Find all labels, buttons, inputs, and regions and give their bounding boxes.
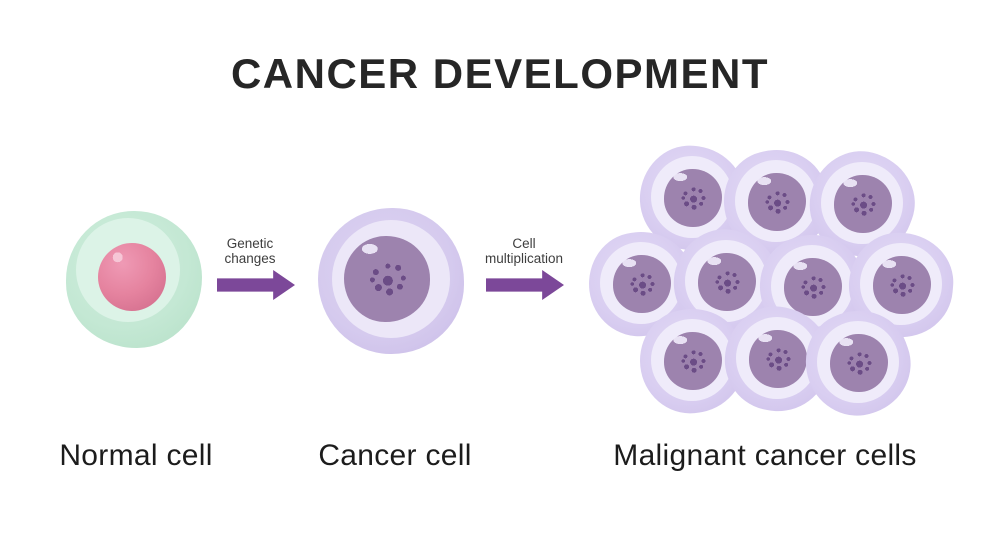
cell-multiplication-arrow-icon: [486, 270, 564, 300]
malignant-cell: [794, 136, 930, 272]
cell-multiplication-label: Cell multiplication: [484, 236, 564, 267]
malignant-cell: [631, 300, 753, 422]
malignant-cell-nucleus: [613, 255, 671, 313]
malignant-cell-nucleus: [664, 169, 722, 227]
malignant-cell: [844, 228, 958, 342]
cancer-cell-graphic: [318, 208, 464, 354]
malignant-cell-nucleus: [748, 173, 806, 231]
malignant-cells-cluster: [583, 136, 958, 430]
page-title: CANCER DEVELOPMENT: [230, 50, 770, 97]
malignant-cell: [583, 226, 699, 342]
malignant-cell: [712, 138, 840, 266]
malignant-cell: [791, 296, 925, 430]
malignant-cell-nucleus: [834, 175, 892, 233]
normal-cell-label: Normal cell: [59, 439, 213, 472]
malignant-cell: [714, 296, 840, 422]
malignant-cell: [633, 139, 751, 257]
malignant-cancer-cells-label: Malignant cancer cells: [613, 439, 917, 472]
malignant-cell-nucleus: [873, 256, 931, 314]
normal-cell-nucleus: [98, 243, 166, 311]
cancer-cell-nucleus: [344, 236, 430, 322]
malignant-cell-nucleus: [698, 253, 756, 311]
malignant-cell-nucleus: [830, 334, 888, 392]
normal-cell-graphic: [66, 211, 202, 348]
malignant-cell-nucleus: [784, 258, 842, 316]
cancer-cell-label: Cancer cell: [318, 439, 472, 472]
genetic-changes-arrow-icon: [217, 270, 295, 300]
malignant-cell-nucleus: [749, 330, 807, 388]
malignant-cell-nucleus: [664, 332, 722, 390]
genetic-changes-label: Genetic changes: [224, 236, 276, 267]
malignant-cell: [661, 217, 791, 347]
